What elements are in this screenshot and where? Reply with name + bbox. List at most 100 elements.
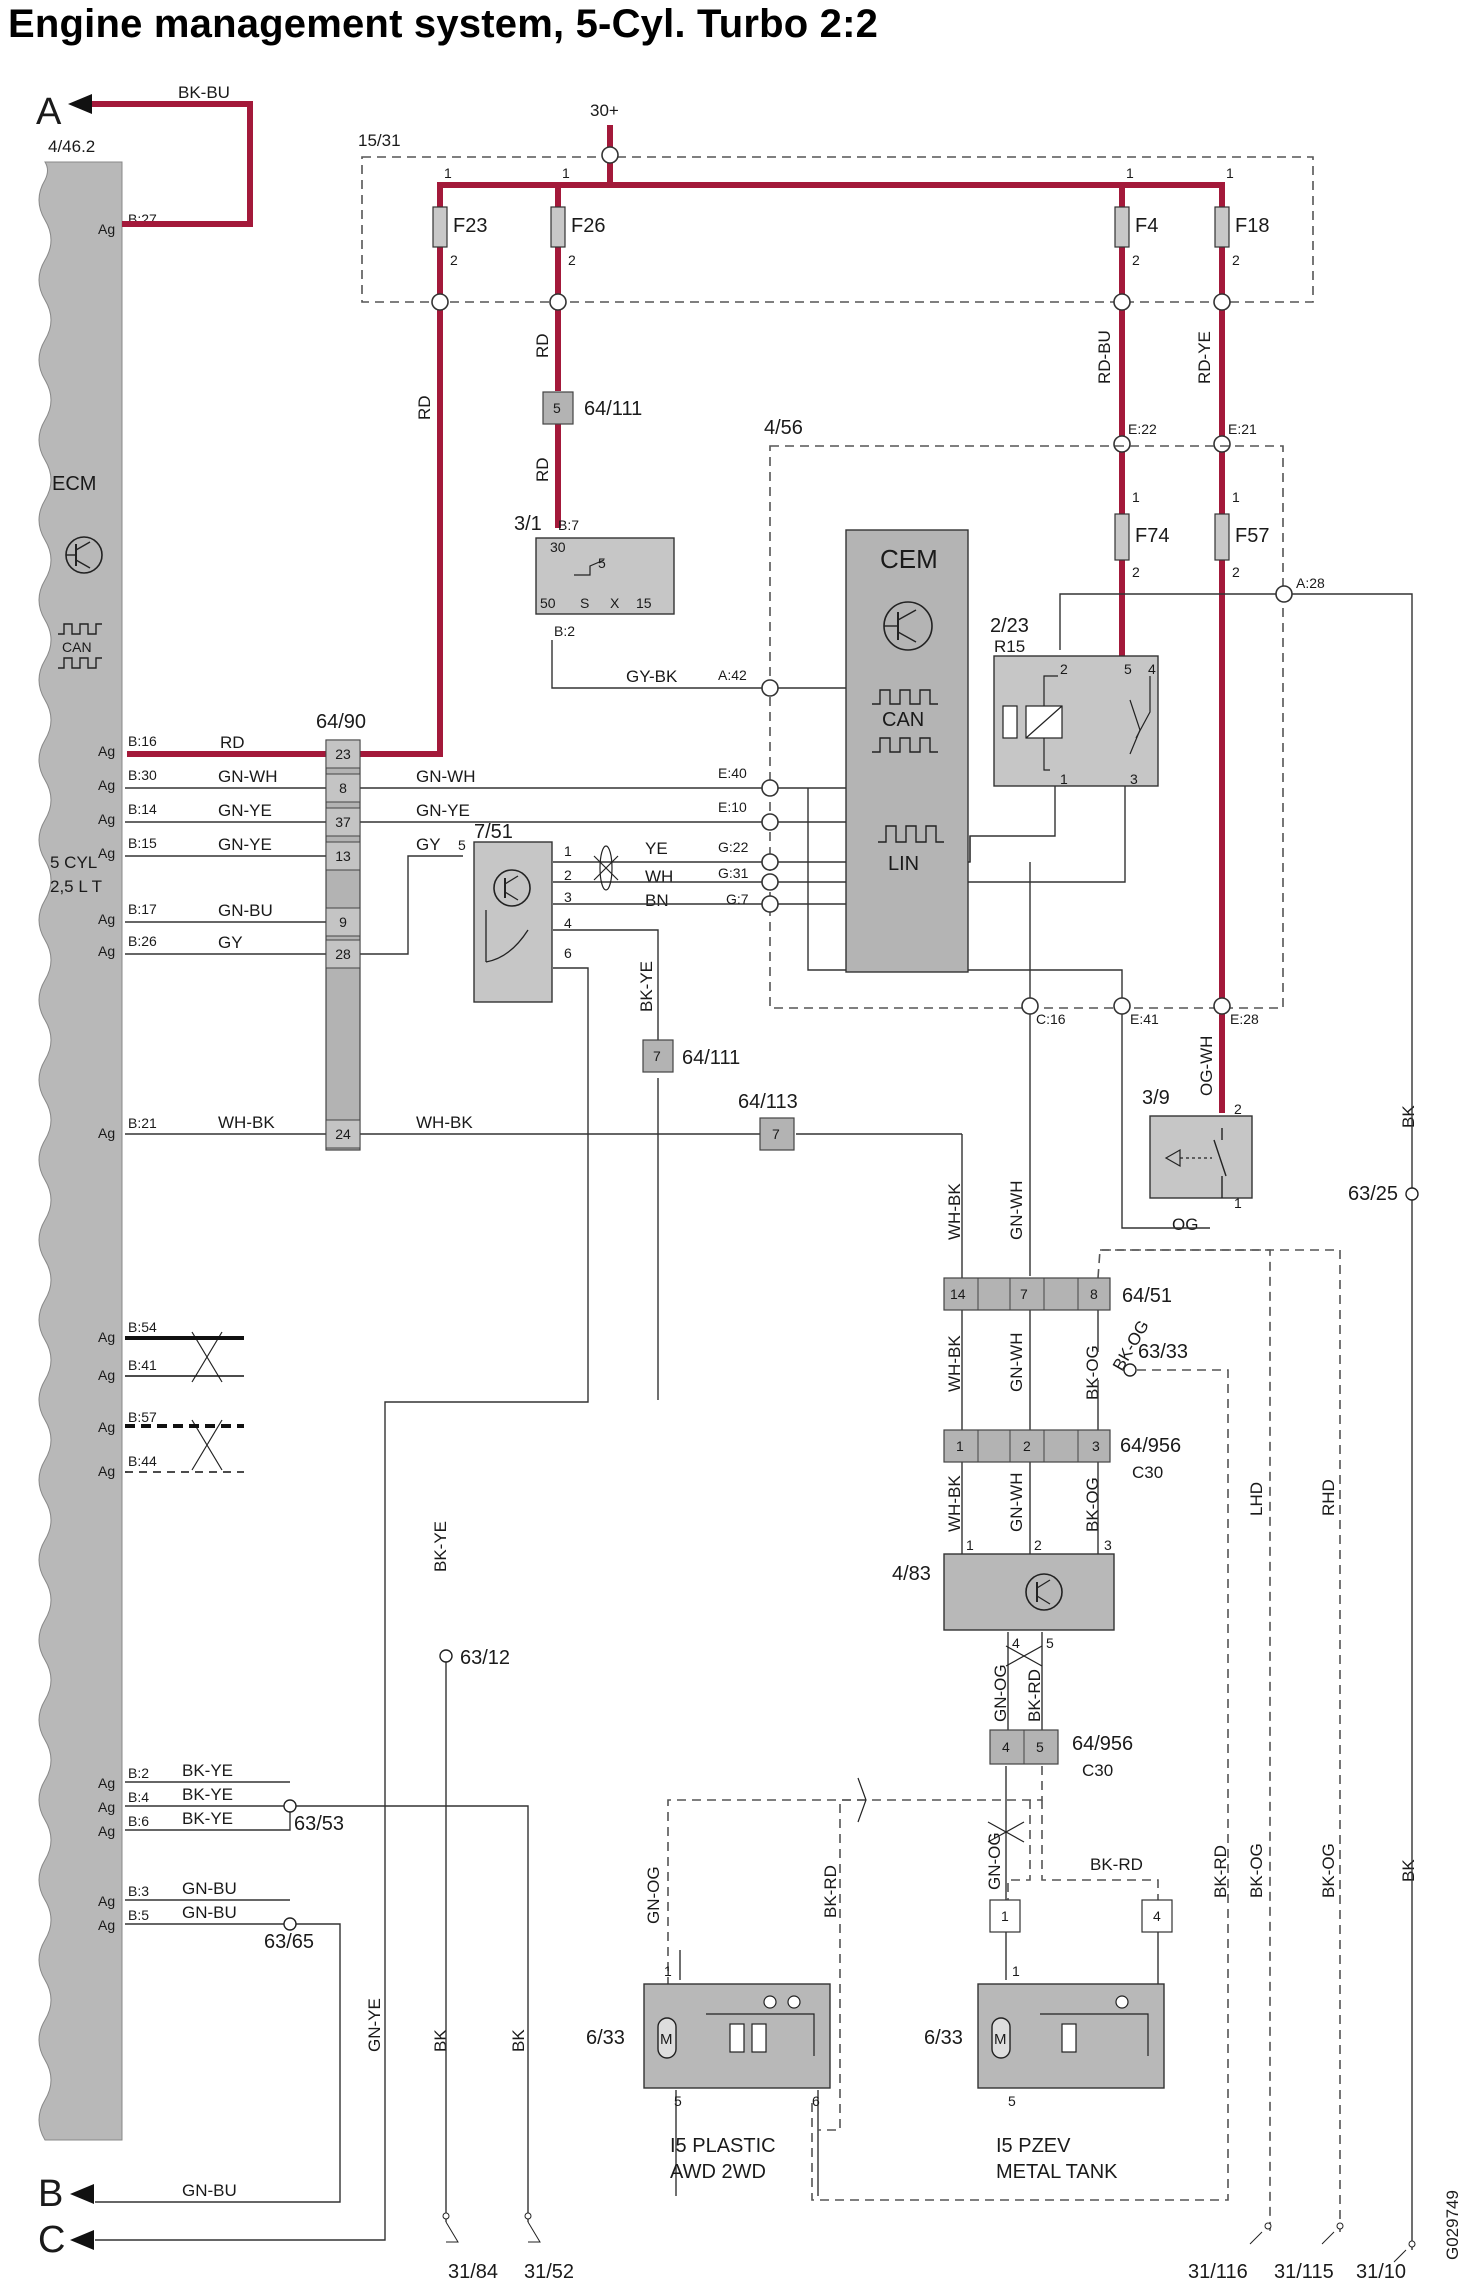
pump-pzev-line2: METAL TANK	[996, 2161, 1118, 2183]
ecm-pin-b26: B:26	[128, 933, 157, 949]
wire-label-og-wh: OG-WH	[1197, 1036, 1216, 1096]
wire-label-bk-bu: BK-BU	[178, 83, 230, 102]
ecm-pin-b14: B:14	[128, 801, 157, 817]
wire-label-gn-bu-h4: GN-BU	[182, 2181, 237, 2200]
connector-64-111-top: 5 64/111	[542, 391, 642, 425]
wire-label-bk-ye-1: BK-YE	[637, 961, 656, 1012]
ecm-pin-ag: Ag	[98, 777, 115, 793]
wire-label-bk-3: BK	[431, 2029, 450, 2052]
wire-label-bk-4: BK	[509, 2029, 528, 2052]
wire-label-gn-bu-h3: GN-BU	[182, 1903, 237, 1922]
cem-pin-e41: E:41	[1130, 1011, 1159, 1027]
wire-label-gn-ye-h1: GN-YE	[218, 801, 272, 820]
switch-pin-2: 2	[1234, 1101, 1242, 1117]
ecm-pin-ag: Ag	[98, 1329, 115, 1345]
cem-transistor-icon	[883, 601, 933, 651]
connector-64-113-label: 64/113	[738, 1091, 798, 1113]
connector-64-111-pin: 5	[553, 400, 561, 416]
fuel-pump-plastic: 6/33 M 1 5 6 I5 PLASTIC AWD 2WD	[586, 1963, 831, 2183]
drawing-id: G029749	[1443, 2190, 1462, 2260]
wire-label-wh-bk-h1: WH-BK	[218, 1113, 275, 1132]
fuse-f26-pin2: 2	[568, 252, 576, 268]
ecm-pin-ag: Ag	[98, 1799, 115, 1815]
signal-wires	[95, 593, 1413, 2250]
ecm-pin-ag: Ag	[98, 911, 115, 927]
connector-64-113-pin: 7	[772, 1126, 780, 1142]
fuse-f23-pin2: 2	[450, 252, 458, 268]
ecm-pin-b3: B:3	[128, 1883, 149, 1899]
fuse-f26-name: F26	[571, 215, 605, 237]
wire-label-rd-1: RD	[415, 395, 434, 420]
cem-pin-c16: C:16	[1036, 1011, 1066, 1027]
transistor-icon	[65, 536, 103, 574]
ref-b-label: B	[38, 2173, 63, 2215]
fuse-f74-pin1: 1	[1132, 489, 1140, 505]
wire-label-bk-ye-h3: BK-YE	[182, 1809, 233, 1828]
cem-pin-g31: G:31	[718, 865, 749, 881]
pump-pzev-ref: 6/33	[924, 2027, 963, 2049]
pump-plastic-pin-5: 5	[674, 2093, 682, 2109]
pump-plastic-line1: I5 PLASTIC	[670, 2135, 776, 2157]
wire-label-rd-h: RD	[220, 733, 245, 752]
sensor-pin-5: 5	[458, 837, 466, 853]
ecm-pin-ag: Ag	[98, 1367, 115, 1383]
fuse-f4: F4 1 2	[1114, 165, 1158, 268]
ecm-pin-ag: Ag	[98, 221, 115, 237]
connector-64-90-pin-37: 37	[335, 814, 351, 830]
wire-label-bk-og-5: BK-OG	[1319, 1843, 1338, 1898]
ecm-pin-b54: B:54	[128, 1319, 157, 1335]
terminal-box-4: 4	[1141, 1899, 1173, 1933]
connector-956b-pin-5: 5	[1036, 1739, 1044, 1755]
connector-64-90-cell	[325, 841, 361, 871]
ecm-pin-b15: B:15	[128, 835, 157, 851]
connector-64-111-mid: 7 64/111	[642, 1039, 740, 1073]
fusebox-label: 15/31	[358, 131, 401, 150]
wire-label-gn-ye-v: GN-YE	[365, 1998, 384, 2052]
wire-label-wh: WH	[645, 867, 673, 886]
connector-64-956-b: 4 5 64/956 C30	[989, 1729, 1133, 1780]
pump-pzev-pin-1: 1	[1012, 1963, 1020, 1979]
sensor-pin-3: 3	[564, 889, 572, 905]
relay-pin-15: 15	[636, 595, 652, 611]
wire-label-og: OG	[1172, 1215, 1198, 1234]
cem-pin-e28: E:28	[1230, 1011, 1259, 1027]
power-wires	[92, 101, 1225, 1113]
ground-symbols	[283, 1187, 1419, 2263]
cem-pin-g22: G:22	[718, 839, 749, 855]
ecm-pin-ag: Ag	[98, 1917, 115, 1933]
wire-label-gy-bk: GY-BK	[626, 667, 678, 686]
ground-63-12: 63/12	[460, 1647, 510, 1669]
fuse-f4-name: F4	[1135, 215, 1158, 237]
cem-module: 4/56 CEM CAN LIN	[764, 417, 969, 973]
r15-label: R15	[994, 637, 1025, 656]
ecm-pin-ag: Ag	[98, 811, 115, 827]
ecm-pin-b21: B:21	[128, 1115, 157, 1131]
wire-label-ye: YE	[645, 839, 668, 858]
connector-64-90-pin-28: 28	[335, 946, 351, 962]
pump-control-4-83: 4/83 1 2 3 4 5	[892, 1537, 1115, 1651]
wire-labels-horizontal: BK-BU RD GN-WH GN-YE GN-YE GN-BU GY WH-B…	[178, 83, 1198, 2200]
ecm-pin-ag: Ag	[98, 1125, 115, 1141]
ecm-body	[38, 161, 123, 2141]
connector-64-51-label: 64/51	[1122, 1285, 1172, 1307]
sensor-7-51: 7/51 5 1 2 3 4 6	[458, 821, 572, 1003]
cem-can-label: CAN	[882, 709, 924, 731]
relay-pin-b7: B:7	[558, 517, 579, 533]
ecm-pin-ag: Ag	[98, 1893, 115, 1909]
ecm-label: ECM	[52, 473, 96, 495]
connector-64-90-pin-9: 9	[339, 914, 347, 930]
fuse-f74-name: F74	[1135, 525, 1169, 547]
wire-label-rhd: RHD	[1319, 1479, 1338, 1516]
wire-label-wh-bk-h2: WH-BK	[416, 1113, 473, 1132]
wire-label-bk-ye-2: BK-YE	[431, 1521, 450, 1572]
connector-956a-pin-2: 2	[1023, 1438, 1031, 1454]
pump-plastic-pin-6: 6	[812, 2093, 820, 2109]
cem-lin-label: LIN	[888, 853, 919, 875]
fuse-f57-pin2: 2	[1232, 564, 1240, 580]
fuse-f4-pin2: 2	[1132, 252, 1140, 268]
can-bus-icon: CAN	[58, 623, 102, 669]
ground-31-84: 31/84	[448, 2261, 498, 2283]
relay-pin-s: S	[580, 595, 589, 611]
fuse-f4-pin1: 1	[1126, 165, 1134, 181]
